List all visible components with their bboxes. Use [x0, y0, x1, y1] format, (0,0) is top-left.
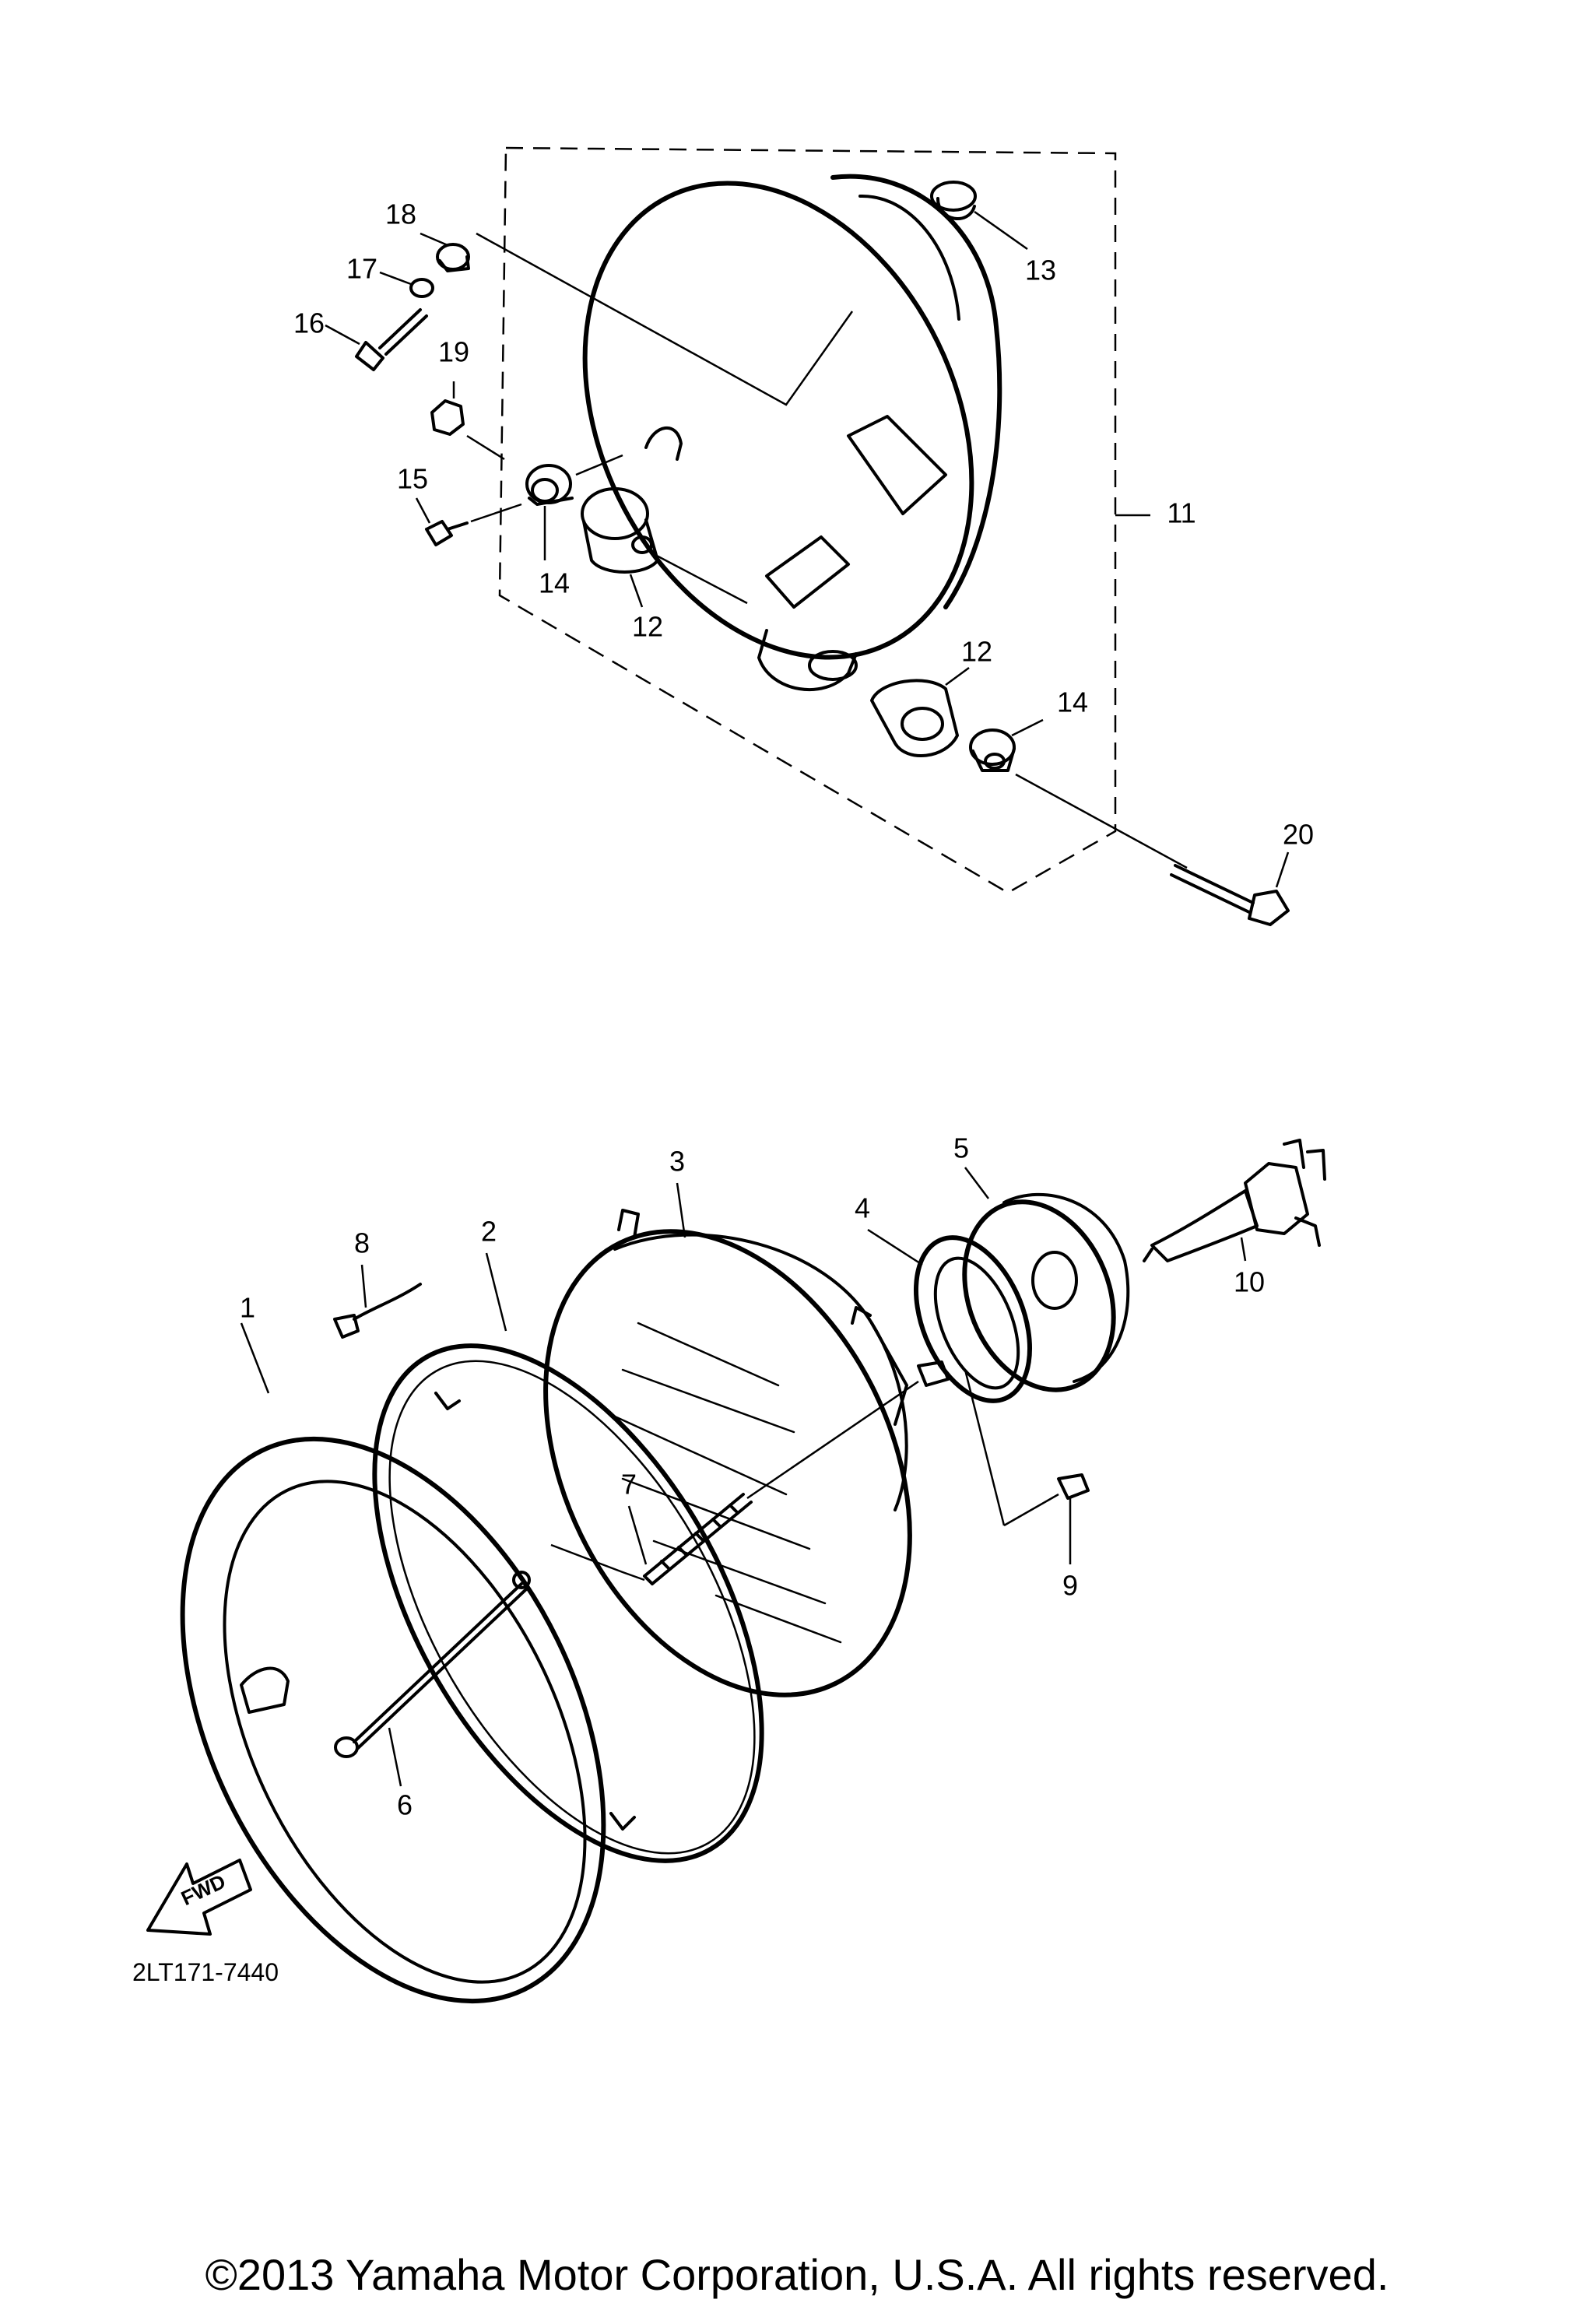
callout-8: 8	[354, 1227, 370, 1259]
headlight-body-group	[325, 146, 1290, 926]
spring-7	[643, 1493, 753, 1585]
diagram-code: 2LT171-7440	[132, 1958, 279, 1986]
callout-12b: 12	[961, 636, 992, 668]
leader-12a	[653, 553, 748, 605]
washer-17	[409, 278, 434, 298]
callout-14a: 14	[539, 567, 570, 599]
leader-10	[1240, 1237, 1247, 1262]
leader-13	[974, 210, 1028, 251]
nut-19	[430, 399, 465, 436]
leader-6	[388, 1727, 402, 1787]
leader-9a	[1003, 1493, 1059, 1527]
callout-20: 20	[1283, 819, 1314, 851]
leader-18a	[420, 232, 448, 247]
copyright-notice: ©2013 Yamaha Motor Corporation, U.S.A. A…	[205, 2250, 1389, 2299]
leader-12a-label	[629, 574, 644, 608]
callout-18: 18	[385, 198, 416, 230]
collar-14-right	[969, 728, 1016, 772]
callout-3: 3	[669, 1146, 685, 1178]
callout-labels: 1 2 3 4 5 6 7 8 9 10 11 12 12 13 14 14 1…	[240, 198, 1314, 1821]
callout-12a: 12	[632, 611, 663, 643]
collar-14-left	[525, 464, 574, 506]
clip-nut-upper	[917, 1360, 950, 1387]
leader-14a	[575, 454, 623, 476]
leader-4	[867, 1228, 923, 1266]
leader-18b	[476, 232, 854, 406]
leader-5	[964, 1167, 989, 1199]
callout-9: 9	[1062, 1570, 1078, 1602]
lens-texture	[613, 1322, 842, 1644]
leader-3	[676, 1182, 686, 1238]
damper-12-right	[870, 679, 959, 757]
forward-arrow-icon: FWD	[146, 1859, 252, 1936]
callout-1: 1	[240, 1292, 255, 1324]
callout-5: 5	[953, 1132, 969, 1164]
leader-7a	[550, 1543, 645, 1582]
leader-15b	[470, 503, 522, 523]
lens-unit-3	[543, 1209, 912, 1697]
screw-15	[425, 520, 469, 546]
damper-12-left	[581, 487, 659, 574]
washer-18	[436, 243, 470, 272]
leader-16	[325, 324, 360, 346]
leader-15	[415, 497, 431, 524]
clip-8	[333, 1283, 422, 1339]
leader-7c	[746, 1380, 919, 1500]
rim-1	[180, 1436, 606, 2004]
callout-19: 19	[438, 336, 469, 368]
callout-17: 17	[346, 253, 377, 285]
leader-7b	[627, 1505, 648, 1565]
callout-15: 15	[397, 463, 428, 495]
callout-6: 6	[397, 1789, 413, 1821]
callout-13: 13	[1025, 255, 1056, 286]
callout-11: 11	[1167, 497, 1196, 529]
callout-2: 2	[481, 1216, 497, 1248]
callout-10: 10	[1234, 1266, 1265, 1298]
leader-1	[240, 1322, 270, 1394]
holder-4	[913, 1235, 1033, 1403]
grommet-13	[930, 181, 977, 220]
bolt-16	[355, 308, 428, 371]
callout-4: 4	[855, 1192, 870, 1224]
leader-9b	[964, 1369, 1006, 1526]
headlight-unit-group: FWD	[146, 1139, 1326, 2004]
callout-14b: 14	[1057, 686, 1088, 718]
leader-2	[485, 1252, 507, 1332]
leader-8	[360, 1264, 367, 1308]
headlight-shell	[582, 174, 1002, 691]
callout-7: 7	[621, 1469, 637, 1501]
clip-nut-9	[1057, 1473, 1090, 1500]
bolt-20	[1170, 864, 1290, 926]
leader-19b	[466, 434, 505, 461]
leader-20	[1015, 773, 1188, 869]
leader-17	[379, 271, 412, 286]
adjust-screw-6	[334, 1571, 531, 1758]
leader-14b	[1011, 718, 1044, 737]
leader-20-label	[1275, 851, 1290, 888]
leader-12b	[945, 666, 970, 686]
bulb-10	[1143, 1139, 1326, 1262]
callout-16: 16	[293, 307, 325, 339]
assembly-boundary	[498, 146, 1117, 894]
socket-5	[962, 1192, 1130, 1392]
